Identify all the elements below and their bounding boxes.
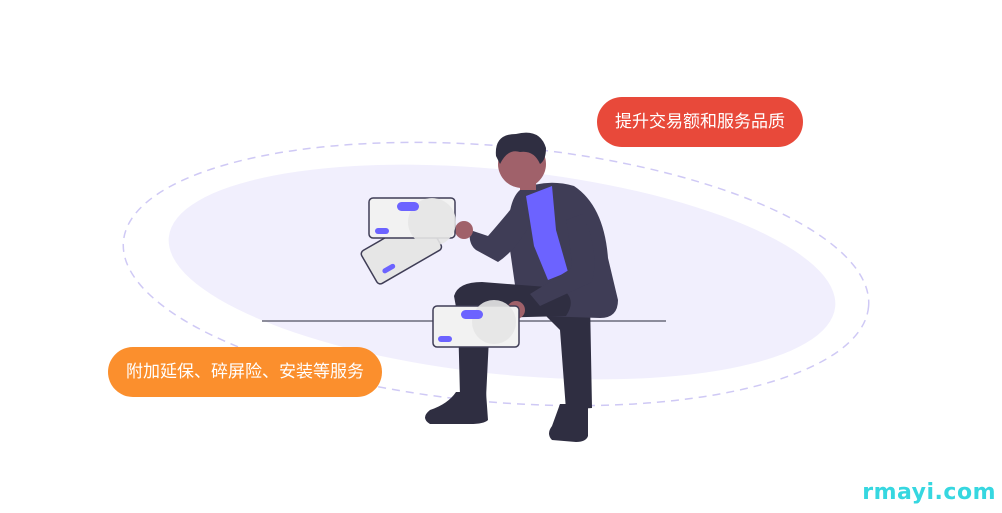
person-back-shoe [549,404,588,442]
person-right-arm [530,214,595,306]
watermark: rmayi.com [862,480,996,505]
person-front-shoe [425,392,488,424]
badge-transaction-quality: 提升交易额和服务品质 [597,97,803,147]
background-ellipse [168,164,836,380]
card-on-bench [432,300,520,348]
card-upper [368,197,456,246]
dashed-orbit [122,141,870,407]
badge-extra-services: 附加延保、碎屏险、安装等服务 [108,347,382,397]
person-back-leg [530,300,592,410]
person-shirt [526,186,568,280]
person-left-arm [469,198,530,262]
person-hair [495,132,546,164]
person-left-hand [455,221,473,239]
